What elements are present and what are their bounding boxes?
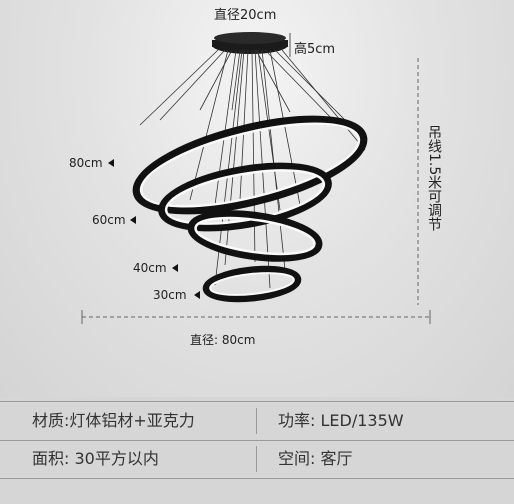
product-image: 直径20cm 高5cm 吊线1.5米可调节 80cm 60cm 40cm 30c… [0,0,514,397]
divider [256,446,257,472]
overall-diameter-label: 直径: 80cm [190,333,256,347]
power-spec: 功率: LED/135W [278,411,404,430]
spec-row: 材质:灯体铝材+亚克力 功率: LED/135W [0,401,514,441]
material-spec: 材质:灯体铝材+亚克力 [32,411,195,430]
spec-row: 面积: 30平方以内 空间: 客厅 [0,440,514,479]
ring-60 [158,162,332,232]
height-label: 高5cm [294,42,336,57]
top-diameter-label: 直径20cm [214,8,277,23]
spec-table: 材质:灯体铝材+亚克力 功率: LED/135W 面积: 30平方以内 空间: … [0,397,514,504]
chandelier-illustration [81,32,431,324]
ring-80-label: 80cm [69,156,103,170]
area-spec: 面积: 30平方以内 [32,449,159,468]
ring-80 [132,115,368,215]
pointer-icons [108,159,200,299]
divider [256,408,257,434]
ring-40 [187,210,323,262]
ring-30 [202,265,302,303]
hang-wire-label: 吊线1.5米可调节 [426,125,442,232]
ring-40-label: 40cm [133,261,167,275]
ring-60-label: 60cm [92,213,126,227]
space-spec: 空间: 客厅 [278,449,353,468]
ring-30-label: 30cm [153,288,187,302]
